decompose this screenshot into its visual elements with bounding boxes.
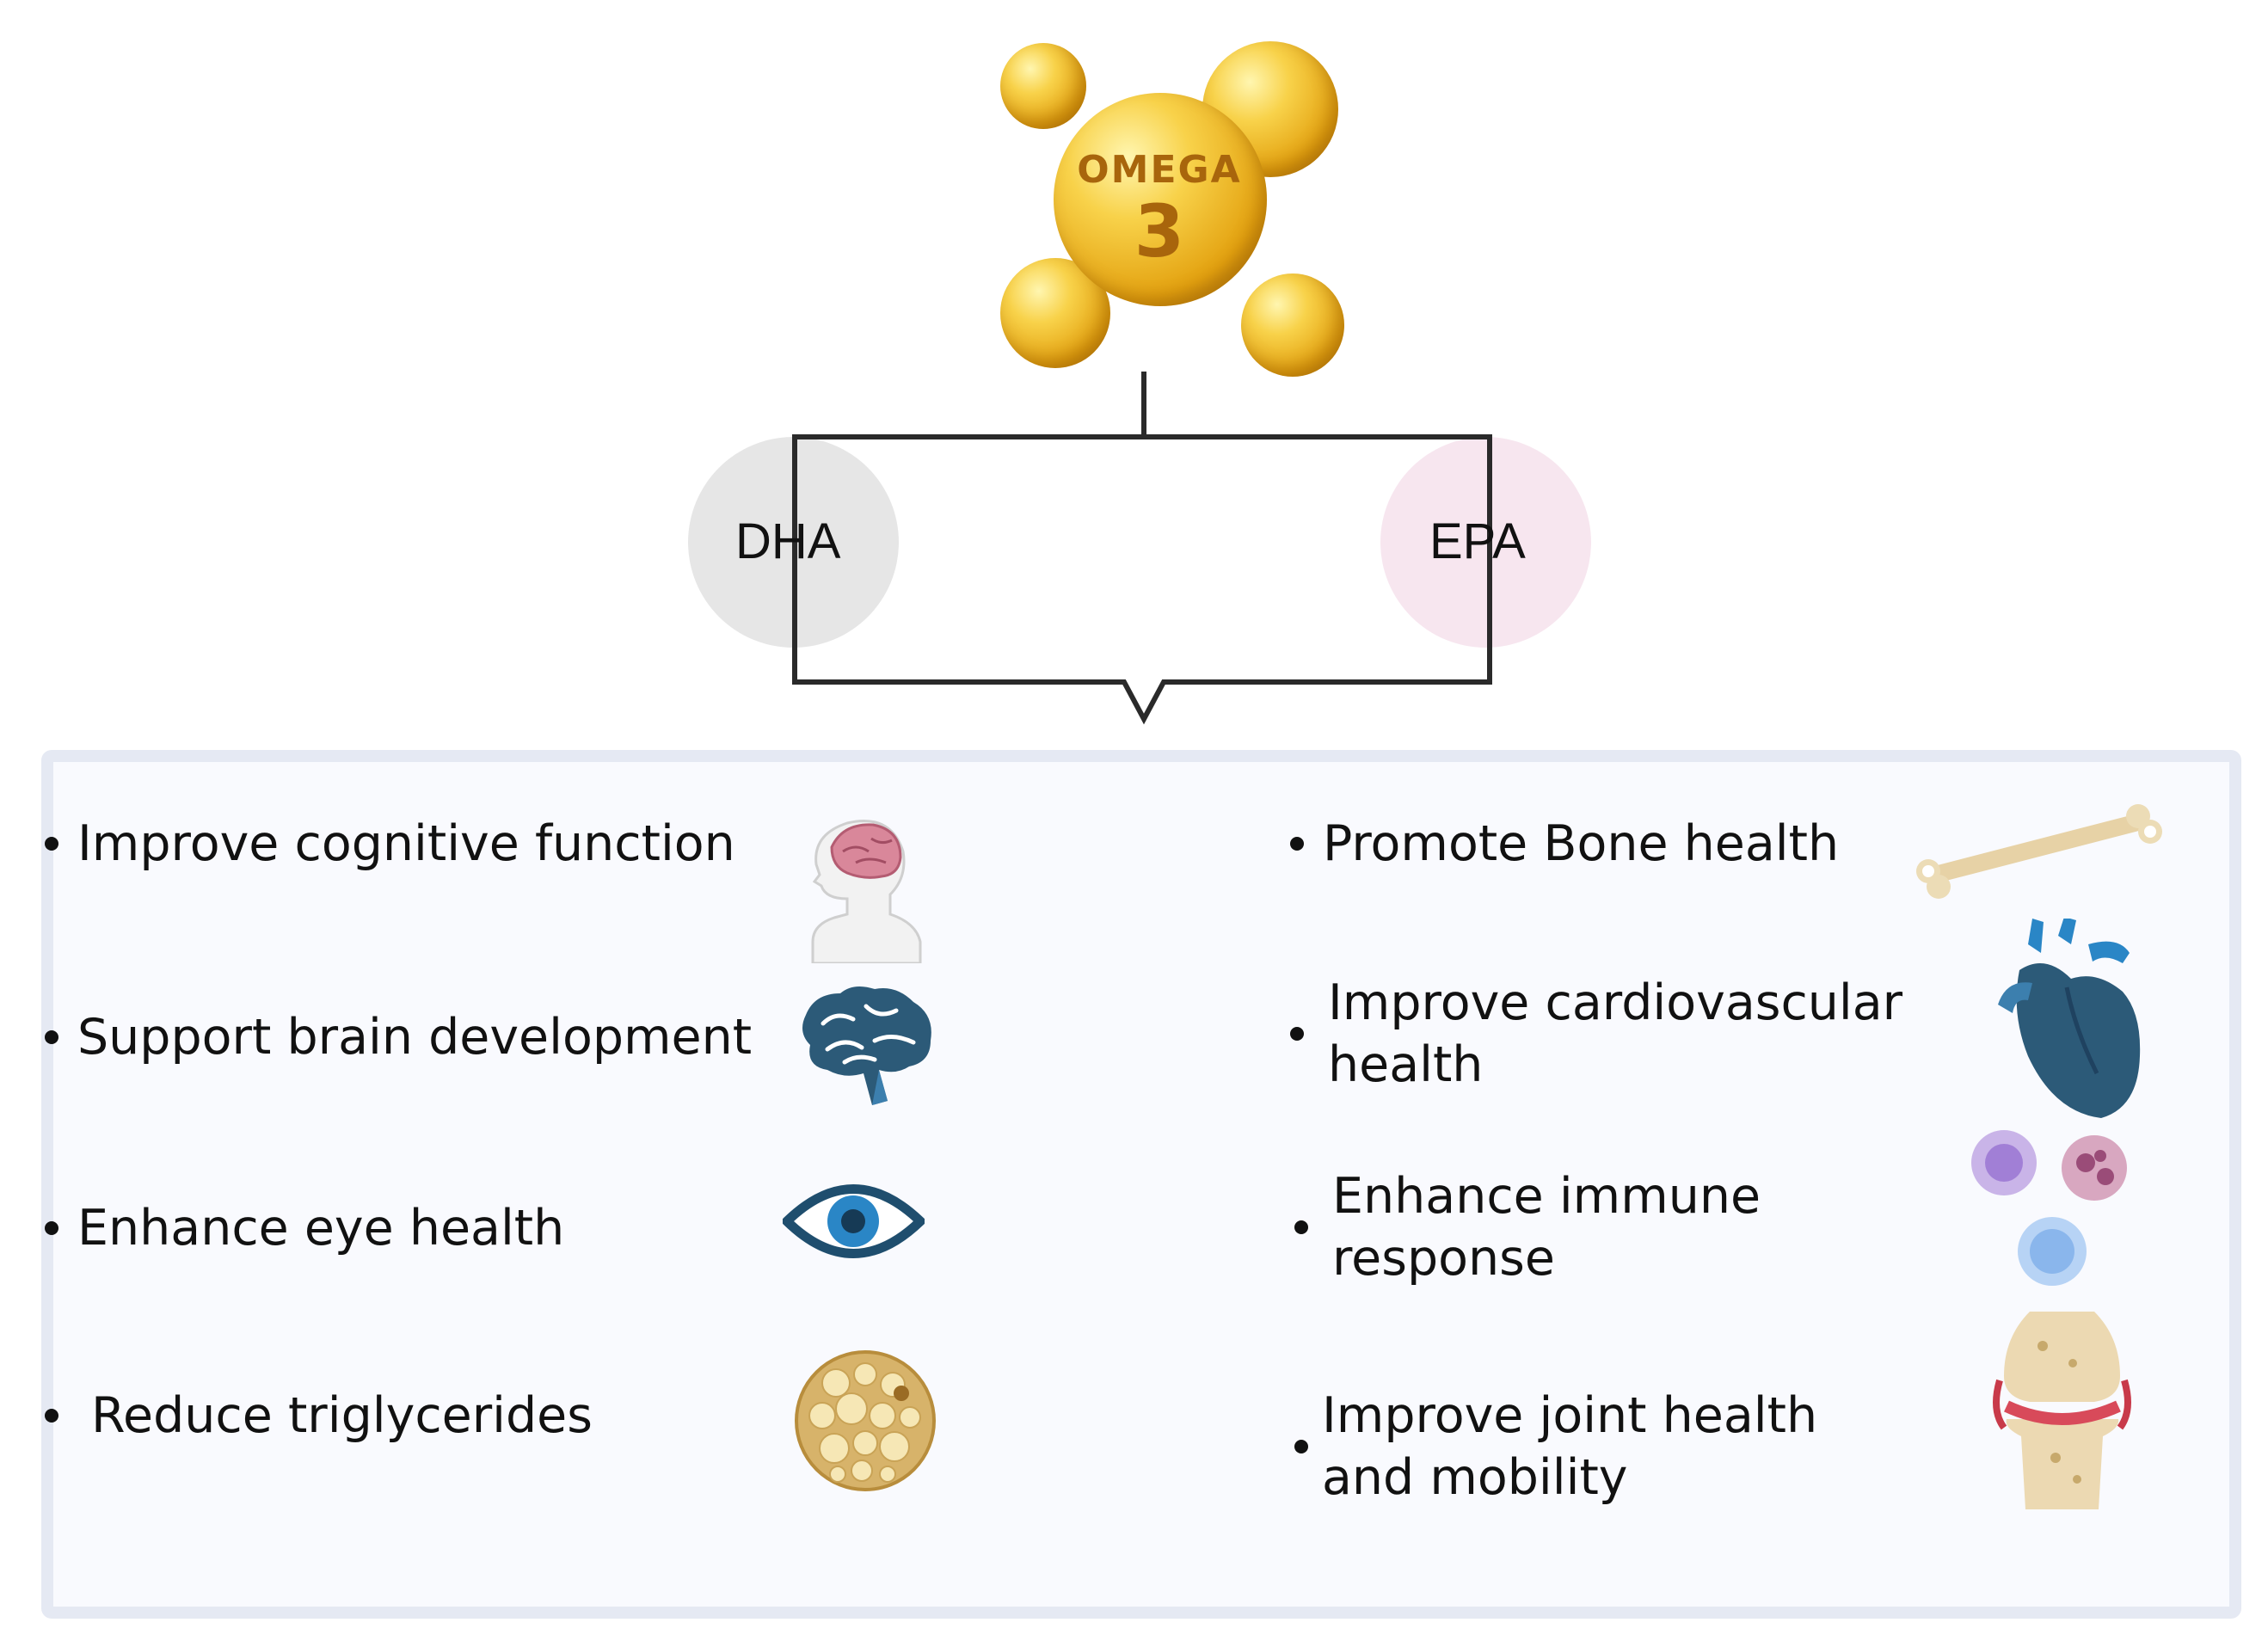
benefit-text: Improve cognitive function — [77, 815, 735, 872]
epa-benefit-3: Enhance immune response — [1294, 1165, 1810, 1289]
omega-label: OMEGA — [1077, 148, 1242, 192]
bullet — [1294, 1220, 1308, 1234]
bullet — [45, 1221, 58, 1235]
benefit-text: Improve joint health and mobility — [1322, 1387, 1818, 1506]
connector-bracket — [792, 372, 1492, 725]
oil-drop-main — [1054, 93, 1267, 306]
brain-icon — [802, 986, 931, 1105]
bone-icon — [1916, 804, 2162, 899]
benefit-text: Promote Bone health — [1323, 815, 1840, 872]
bullet — [45, 1030, 58, 1044]
benefits-panel — [41, 750, 2241, 1619]
knee-joint-icon — [1993, 1312, 2131, 1509]
human-head-brain-icon — [811, 819, 922, 963]
benefit-text: Improve cardiovascular health — [1328, 974, 1903, 1093]
epa-benefit-4: Improve joint health and mobility — [1294, 1385, 1845, 1509]
omega-number: 3 — [1134, 189, 1185, 273]
dha-benefit-4: Reduce triglycerides — [45, 1385, 593, 1447]
fat-cell-icon — [795, 1350, 936, 1491]
bullet — [45, 837, 58, 851]
benefit-text: Reduce triglycerides — [91, 1387, 593, 1444]
bullet — [45, 1409, 58, 1423]
oil-drop-bottom-right — [1241, 273, 1344, 377]
benefit-text: Enhance immune response — [1332, 1168, 1761, 1287]
epa-benefit-1: Promote Bone health — [1290, 813, 1839, 875]
bullet — [1290, 837, 1304, 851]
dha-label: DHA — [735, 513, 841, 569]
epa-benefit-2: Improve cardiovascular health — [1290, 972, 1909, 1096]
dha-benefit-2: Support brain development — [45, 1006, 752, 1068]
heart-icon — [1998, 919, 2141, 1118]
epa-label: EPA — [1429, 513, 1526, 569]
immune-cells-icon — [1971, 1130, 2127, 1286]
benefit-text: Support brain development — [77, 1009, 753, 1066]
eye-icon — [783, 1184, 925, 1258]
bullet — [1294, 1440, 1308, 1453]
oil-drop-small-top-left — [1000, 43, 1086, 129]
dha-benefit-3: Enhance eye health — [45, 1197, 564, 1259]
dha-benefit-1: Improve cognitive function — [45, 813, 735, 875]
benefit-text: Enhance eye health — [77, 1200, 565, 1257]
bullet — [1290, 1027, 1304, 1041]
epa-circle — [1380, 437, 1591, 648]
